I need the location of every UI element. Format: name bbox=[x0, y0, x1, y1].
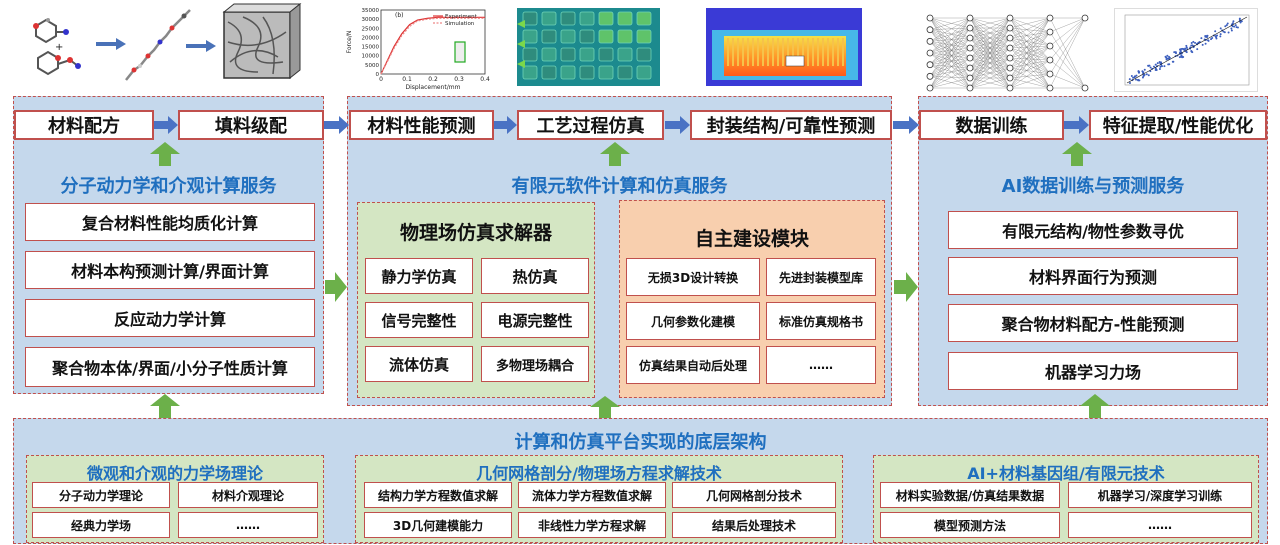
bottom-group-3-item-3: 模型预测方法 bbox=[880, 512, 1060, 538]
flow-box-material-formula: 材料配方 bbox=[14, 110, 154, 140]
legend-label: Simulation bbox=[445, 21, 475, 27]
specimen-inset bbox=[454, 41, 466, 63]
custom-item-ellipsis: …… bbox=[766, 346, 876, 384]
series-line-experiment bbox=[380, 16, 485, 75]
x-tick-label: 0.1 bbox=[402, 76, 412, 83]
custom-item-spec-book: 标准仿真规格书 bbox=[766, 302, 876, 340]
bottom-group-2-item-5: 非线性力学方程求解 bbox=[518, 512, 666, 538]
flow-box-process-simulation: 工艺过程仿真 bbox=[517, 110, 664, 140]
bottom-group-2-item-4: 3D几何建模能力 bbox=[364, 512, 512, 538]
arrow-icon bbox=[665, 116, 690, 134]
regression-scatter-image bbox=[1114, 8, 1258, 92]
heat-sink-thermal-image bbox=[706, 8, 862, 86]
flow-box-filler-grading: 填料级配 bbox=[178, 110, 324, 140]
flow-box-data-training: 数据训练 bbox=[919, 110, 1064, 140]
solver-item-static: 静力学仿真 bbox=[365, 258, 473, 294]
bottom-group-1-title: 微观和介观的力学场理论 bbox=[86, 464, 263, 483]
svg-text:+: + bbox=[55, 42, 63, 53]
y-tick-label: 25000 bbox=[362, 26, 380, 32]
y-tick-label: 10000 bbox=[362, 54, 380, 60]
y-tick-label: 15000 bbox=[362, 45, 380, 51]
y-tick-label: 35000 bbox=[362, 8, 380, 14]
custom-module-title: 自主建设模块 bbox=[694, 228, 809, 250]
flow-box-package-reliability: 封装结构/可靠性预测 bbox=[690, 110, 892, 140]
left-item-2: 材料本构预测计算/界面计算 bbox=[25, 251, 315, 289]
right-item-1: 有限元结构/物性参数寻优 bbox=[948, 211, 1238, 249]
molecular-box-image bbox=[218, 2, 302, 84]
bottom-panel-title: 计算和仿真平台实现的底层架构 bbox=[514, 432, 767, 453]
solver-item-power: 电源完整性 bbox=[481, 302, 589, 338]
custom-item-model-library: 先进封装模型库 bbox=[766, 258, 876, 296]
bottom-group-3-item-1: 材料实验数据/仿真结果数据 bbox=[880, 482, 1060, 508]
right-item-3: 聚合物材料配方-性能预测 bbox=[948, 304, 1238, 342]
mesh-thermal-image bbox=[517, 8, 660, 86]
x-tick-label: 0.3 bbox=[454, 76, 464, 83]
force-displacement-chart: 0 5000 10000 15000 20000 25000 30000 35000 0 0.1 0… bbox=[345, 4, 495, 92]
neural-network-image bbox=[920, 4, 1098, 92]
arrow-icon bbox=[154, 116, 178, 134]
x-tick-label: 0 bbox=[379, 76, 383, 83]
bottom-group-1-item-4: …… bbox=[178, 512, 318, 538]
molecule-image-1: + bbox=[28, 12, 90, 82]
right-item-4: 机器学习力场 bbox=[948, 352, 1238, 390]
y-tick-label: 5000 bbox=[365, 63, 379, 69]
right-arrow-icon bbox=[325, 272, 347, 302]
y-tick-label: 20000 bbox=[362, 35, 380, 41]
up-arrow-icon bbox=[1080, 394, 1110, 418]
molecule-chain-image bbox=[120, 6, 200, 86]
y-tick-label: 0 bbox=[376, 72, 380, 78]
bottom-group-1-item-1: 分子动力学理论 bbox=[32, 482, 170, 508]
bottom-group-3-item-4: …… bbox=[1068, 512, 1252, 538]
left-item-4: 聚合物本体/界面/小分子性质计算 bbox=[25, 347, 315, 387]
arrow-icon bbox=[186, 40, 216, 52]
bottom-group-3-title: AI+材料基因组/有限元技术 bbox=[967, 464, 1165, 483]
solver-item-thermal: 热仿真 bbox=[481, 258, 589, 294]
bottom-group-2-item-2: 流体力学方程数值求解 bbox=[518, 482, 666, 508]
flow-box-feature-extraction: 特征提取/性能优化 bbox=[1089, 110, 1267, 140]
up-arrow-icon bbox=[1062, 142, 1092, 166]
left-item-1: 复合材料性能均质化计算 bbox=[25, 203, 315, 241]
right-panel-title: AI数据训练与预测服务 bbox=[1001, 176, 1185, 197]
solver-item-multiphysics: 多物理场耦合 bbox=[481, 346, 589, 382]
bottom-group-1-item-2: 材料介观理论 bbox=[178, 482, 318, 508]
y-tick-label: 30000 bbox=[362, 17, 380, 23]
panel-label: (b) bbox=[395, 12, 404, 19]
x-axis-label: Displacement/mm bbox=[406, 84, 461, 91]
arrow-icon bbox=[494, 116, 517, 134]
left-item-3: 反应动力学计算 bbox=[25, 299, 315, 337]
plot-frame bbox=[380, 9, 486, 75]
arrow-icon bbox=[324, 116, 349, 134]
arrow-icon bbox=[1064, 116, 1089, 134]
custom-item-param-modeling: 几何参数化建模 bbox=[626, 302, 760, 340]
bottom-group-2-title: 几何网格剖分/物理场方程求解技术 bbox=[476, 464, 722, 483]
series-line-simulation bbox=[380, 17, 485, 75]
y-axis-label: Force/N bbox=[346, 31, 353, 54]
up-arrow-icon bbox=[600, 142, 630, 166]
bottom-group-2-item-1: 结构力学方程数值求解 bbox=[364, 482, 512, 508]
right-arrow-icon bbox=[894, 272, 918, 302]
left-panel-title: 分子动力学和介观计算服务 bbox=[60, 176, 277, 197]
x-tick-label: 0.2 bbox=[428, 76, 438, 83]
solver-item-fluid: 流体仿真 bbox=[365, 346, 473, 382]
middle-panel-title: 有限元软件计算和仿真服务 bbox=[511, 176, 728, 197]
legend-label: Experiment bbox=[445, 14, 478, 20]
bottom-group-2-item-3: 几何网格剖分技术 bbox=[672, 482, 836, 508]
x-tick-label: 0.4 bbox=[480, 76, 490, 83]
bottom-group-2-item-6: 结果后处理技术 bbox=[672, 512, 836, 538]
left-panel bbox=[13, 96, 324, 394]
custom-item-3d-convert: 无损3D设计转换 bbox=[626, 258, 760, 296]
solver-item-signal: 信号完整性 bbox=[365, 302, 473, 338]
custom-item-auto-postprocess: 仿真结果自动后处理 bbox=[626, 346, 760, 384]
up-arrow-icon bbox=[150, 142, 180, 166]
arrow-icon bbox=[893, 116, 919, 134]
up-arrow-icon bbox=[150, 394, 180, 418]
bottom-group-1-item-3: 经典力学场 bbox=[32, 512, 170, 538]
bottom-group-3-item-2: 机器学习/深度学习训练 bbox=[1068, 482, 1252, 508]
up-arrow-icon bbox=[590, 396, 620, 418]
right-item-2: 材料界面行为预测 bbox=[948, 257, 1238, 295]
flow-box-material-prediction: 材料性能预测 bbox=[349, 110, 494, 140]
solver-title: 物理场仿真求解器 bbox=[399, 222, 552, 244]
arrow-icon bbox=[96, 38, 126, 50]
